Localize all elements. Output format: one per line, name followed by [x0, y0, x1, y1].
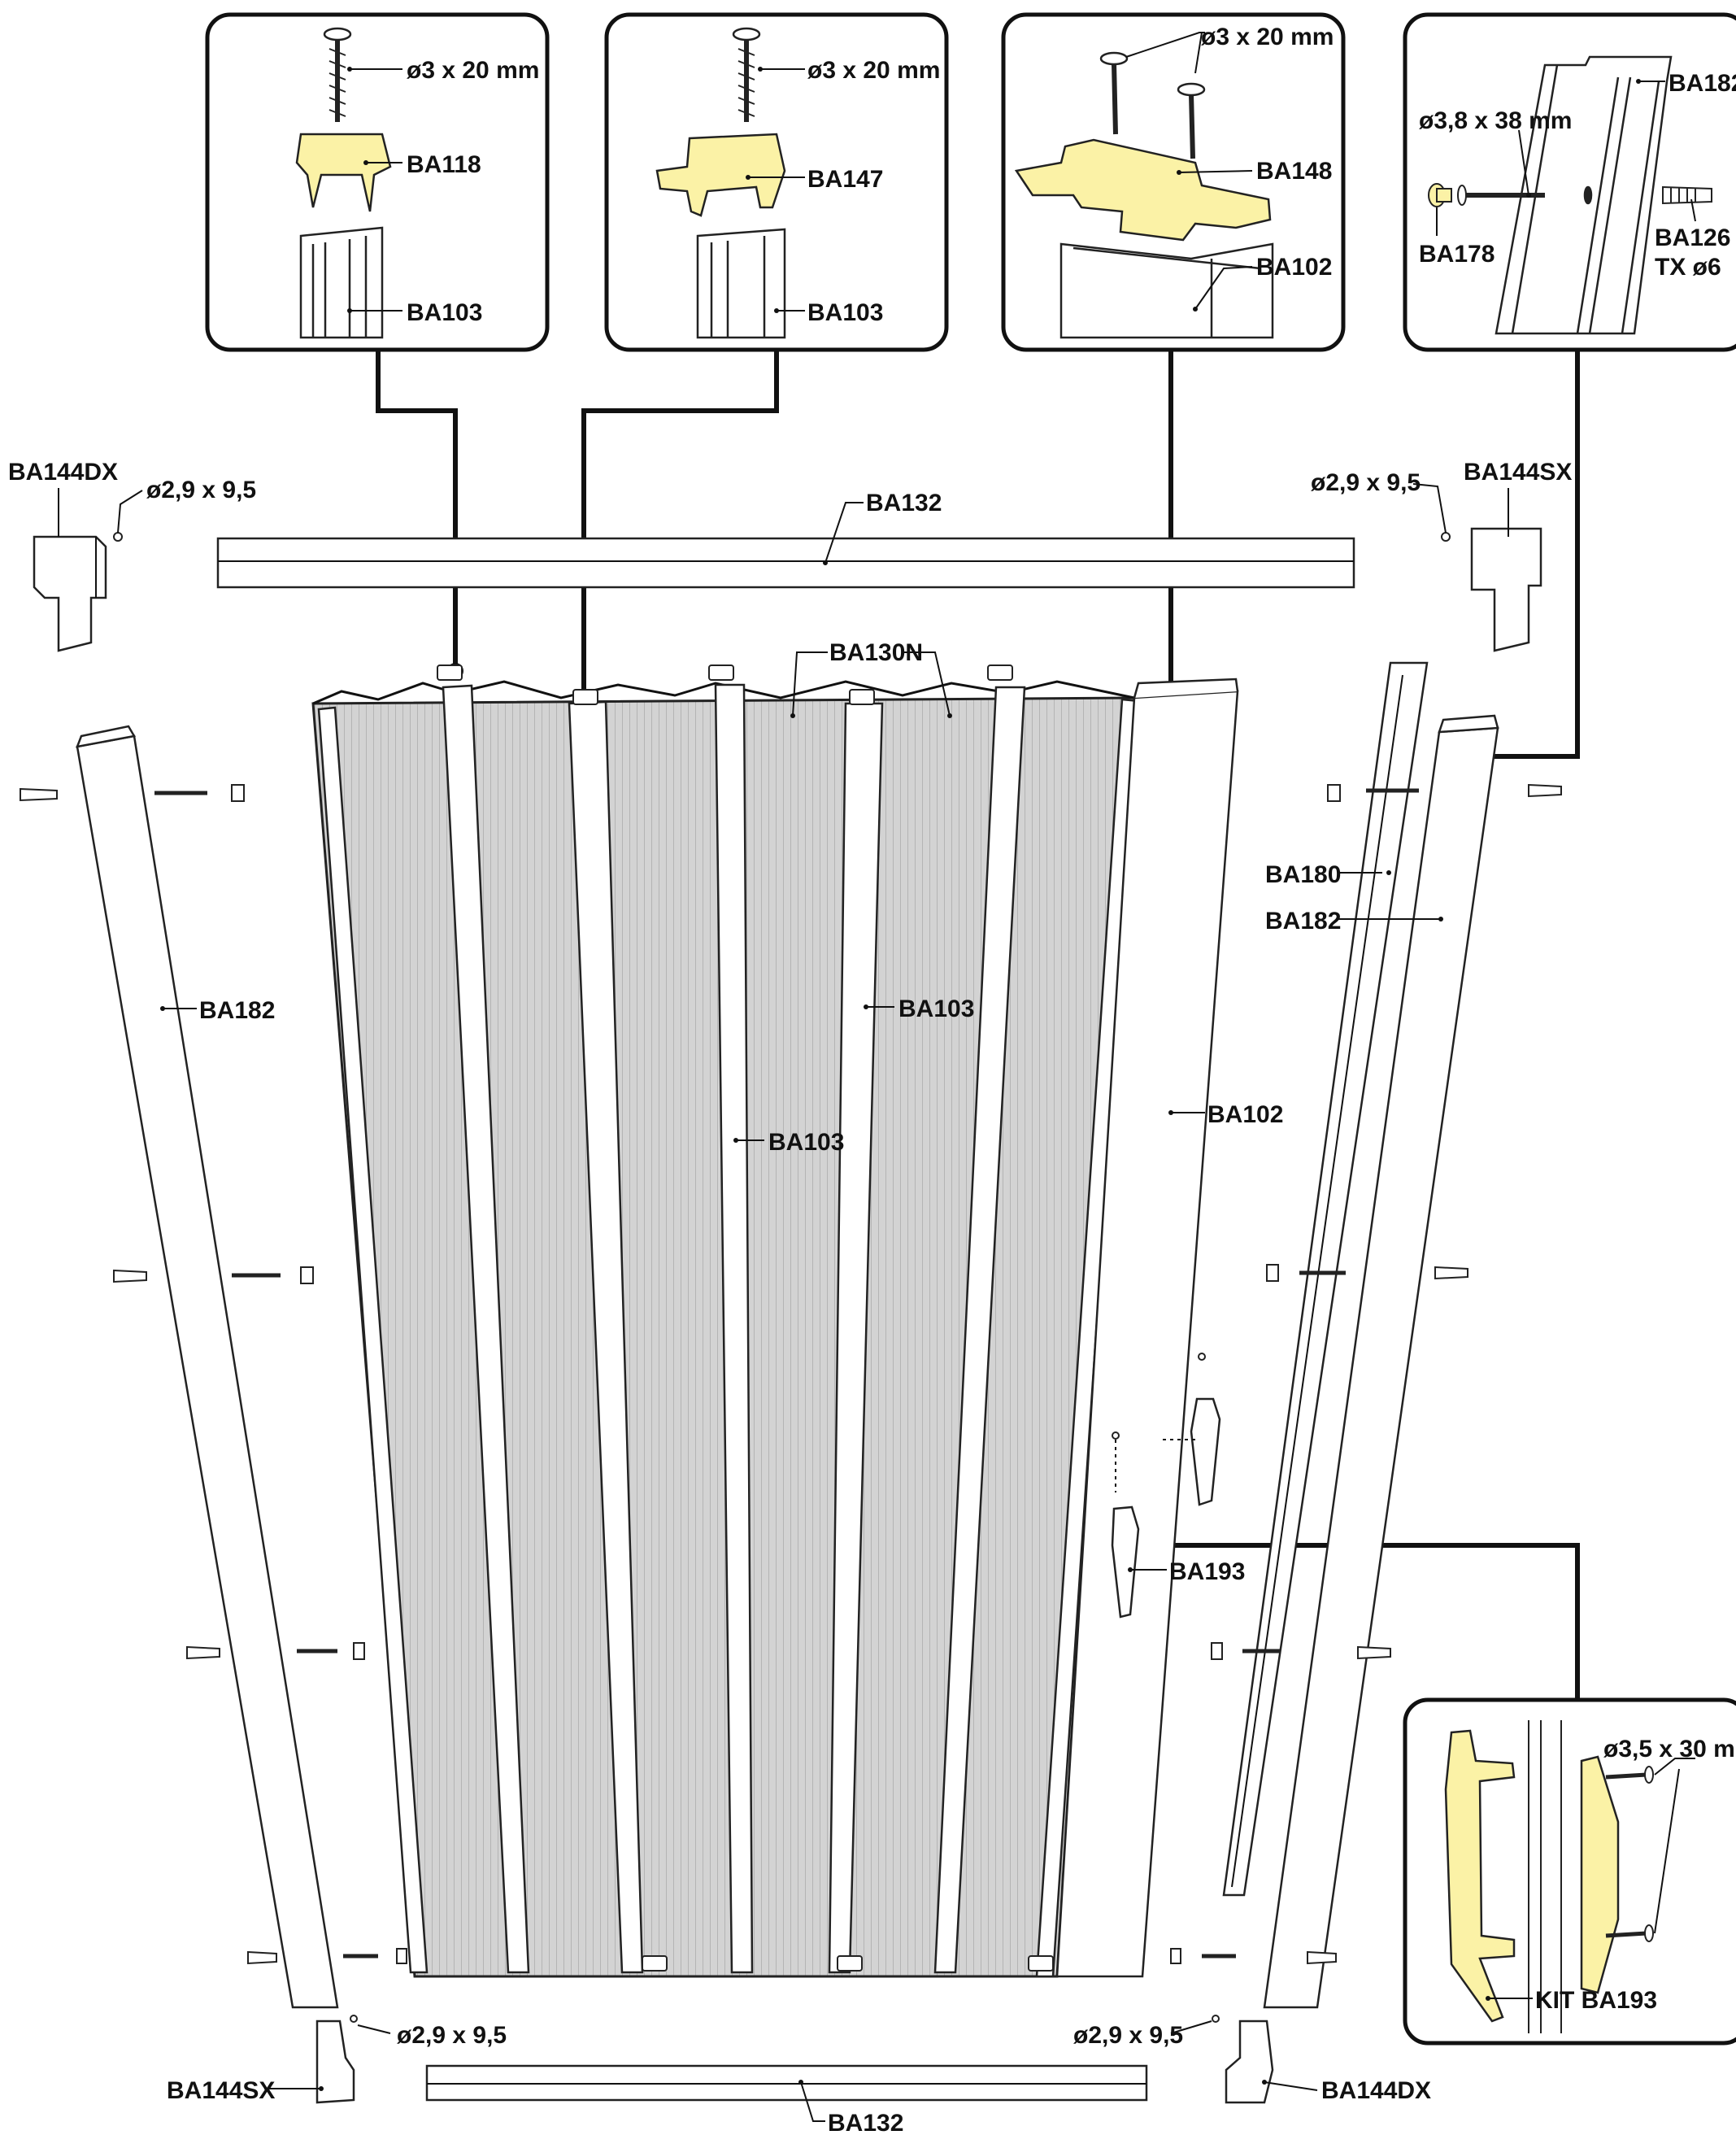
corner-label: BA144DX	[8, 459, 118, 486]
callout-profile-label: BA103	[407, 299, 482, 326]
callout-screw-label: ø3 x 20 mm	[407, 57, 539, 84]
pleated-mesh-panel: BA130N BA103 BA103	[311, 639, 1140, 1978]
right-track: BA180	[1222, 661, 1429, 1897]
corner-block-top-left: BA144DX ø2,9 x 9,5	[8, 459, 256, 652]
left-jamb: BA182	[76, 725, 339, 2009]
top-rail: BA132	[216, 490, 1355, 589]
callout-box-ba147: ø3 x 20 mm BA147 BA103	[604, 12, 949, 352]
corner-screw-label: ø2,9 x 9,5	[146, 477, 256, 503]
screw-icon	[323, 27, 352, 122]
callout-plug-size-label: TX ø6	[1655, 254, 1721, 281]
corner-block-bottom-right: ø2,9 x 9,5 BA144DX	[1073, 2015, 1431, 2104]
track-label: BA180	[1265, 861, 1341, 888]
wall-plug-icon	[1662, 185, 1712, 205]
cap-icon	[1428, 183, 1452, 207]
corner-block-bottom-left: BA144SX ø2,9 x 9,5	[167, 2015, 507, 2104]
callout-profile-label: BA102	[1256, 254, 1332, 281]
callout-box-kit-ba193: ø3,5 x 30 mm KIT BA193	[1403, 1697, 1736, 2046]
right-jamb: BA182	[1263, 714, 1499, 2009]
profile-label: BA102	[1207, 1101, 1283, 1128]
callout-box-ba148: ø3 x 20 mm BA148 BA102	[1001, 12, 1346, 352]
callout-box-ba118: ø3 x 20 mm BA118 BA103	[205, 12, 550, 352]
callout-screw-label: ø3 x 20 mm	[1201, 24, 1334, 50]
handle-label: BA193	[1169, 1558, 1245, 1585]
fixing-screws	[20, 783, 1562, 1965]
callout-cap-label: BA178	[1419, 241, 1495, 268]
profile-icon	[1059, 242, 1274, 339]
bottom-rail: BA132	[425, 2064, 1148, 2135]
profile-label: BA103	[768, 1129, 844, 1156]
corner-label: BA144SX	[1464, 459, 1572, 486]
rail-profile-icon	[1495, 55, 1673, 335]
jamb-label: BA182	[1265, 908, 1341, 935]
profile-icon	[299, 226, 384, 339]
callout-part-label: BA147	[807, 166, 883, 193]
rail-label: BA132	[828, 2110, 903, 2135]
screw-icon	[1099, 51, 1206, 159]
pleat-label: BA130N	[829, 639, 923, 666]
callout-part-label: BA118	[407, 151, 481, 178]
jamb-label: BA182	[199, 997, 275, 1024]
corner-screw-label: ø2,9 x 9,5	[1311, 469, 1421, 496]
screw-icon	[732, 27, 761, 122]
screw-icon	[1457, 185, 1545, 206]
callout-profile-label: BA103	[807, 299, 883, 326]
screw-icon	[1605, 1766, 1654, 1942]
callout-plug-code-label: BA126	[1655, 224, 1730, 251]
handle-assembly: BA193	[1111, 1353, 1245, 1619]
corner-screw-label: ø2,9 x 9,5	[397, 2022, 507, 2049]
callout-box-ba182-fixing: BA182 ø3,8 x 38 mm BA178 BA126 TX ø6	[1403, 12, 1736, 352]
rail-label: BA132	[866, 490, 942, 516]
profile-icon	[696, 228, 786, 339]
corner-screw-label: ø2,9 x 9,5	[1073, 2022, 1183, 2049]
callout-rail-label: BA182	[1669, 70, 1736, 97]
corner-label: BA144DX	[1321, 2077, 1431, 2104]
callout-part-label: BA148	[1256, 158, 1332, 185]
callout-screw-label: ø3 x 20 mm	[807, 57, 940, 84]
callout-screw-label: ø3,5 x 30 mm	[1603, 1736, 1736, 1762]
corner-label: BA144SX	[167, 2077, 275, 2104]
callout-screw-label: ø3,8 x 38 mm	[1419, 107, 1572, 134]
corner-block-top-right: ø2,9 x 9,5 BA144SX	[1311, 459, 1572, 652]
leading-profile: BA102	[1055, 678, 1283, 1978]
profile-label: BA103	[898, 996, 974, 1022]
callout-kit-label: KIT BA193	[1535, 1987, 1657, 2014]
